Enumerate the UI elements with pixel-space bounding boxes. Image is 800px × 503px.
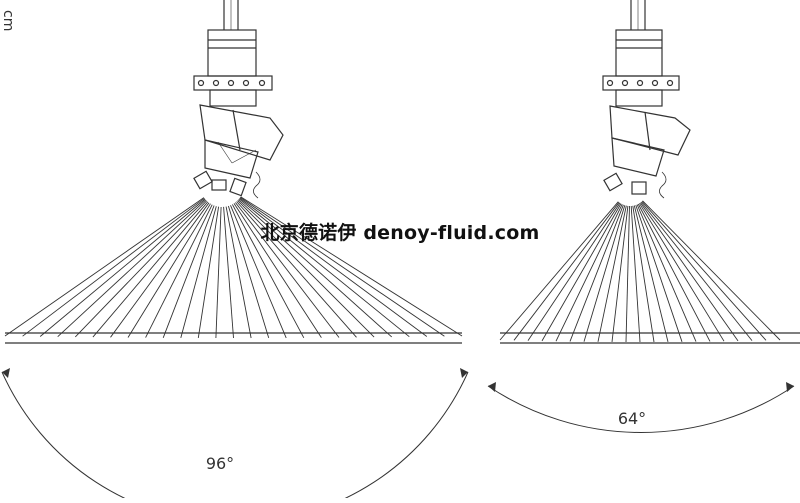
spray-line [569,204,624,342]
right-angle-label: 64° [618,409,646,428]
spray-line [642,200,781,341]
spray-line [110,202,210,338]
spray-line [513,202,620,341]
spray-line [230,205,287,339]
spray-line [215,206,222,339]
right-nozzle-assembly [602,0,691,199]
left-angle-arc [1,371,469,503]
left-spray-fan [4,196,463,339]
spray-line [636,204,697,342]
spray-line [633,205,669,343]
spray-line [499,201,619,341]
spray-line [625,205,630,343]
spray-line [583,205,626,342]
spray-line [180,206,217,339]
spray-line [235,202,340,338]
spray-line [233,203,322,338]
watermark-text: 北京德诺伊 denoy-fluid.com [260,222,540,244]
spray-line [162,205,215,338]
spray-line [145,204,213,338]
spray-line [541,203,622,342]
spray-line [641,201,767,341]
spray-line [635,204,683,342]
spray-line [236,201,357,338]
left-mount-rail [5,332,462,344]
spray-line [74,200,208,338]
spray-line [223,206,234,339]
spray-line [640,202,739,342]
spray-line [637,203,711,342]
spray-line [238,199,393,338]
spray-line [92,201,209,338]
spray-line [232,204,305,339]
left-angle-label: 96° [206,454,234,473]
spray-line [22,197,205,337]
spray-line [238,198,410,338]
right-spray-fan [499,200,781,343]
spray-line [57,199,207,338]
spray-line [239,197,428,337]
spray-line [197,206,220,338]
spray-line [632,205,655,343]
spray-line [225,206,252,339]
spray-line [240,196,463,337]
spray-line [597,205,627,342]
spray-line [4,197,205,337]
right-angle-arc [487,385,795,433]
spray-line [555,204,623,342]
spray-line [237,200,375,338]
spray-line [39,198,206,337]
unit-label: cm [0,10,16,32]
spray-line [639,203,725,342]
spray-line [527,202,621,341]
spray-line [630,205,641,343]
spray-line [239,197,445,337]
right-mount-rail [500,332,800,344]
left-nozzle-assembly [193,0,284,199]
spray-line [640,201,753,341]
spray-line [227,205,270,339]
spray-line [611,205,629,342]
spray-line [127,203,211,338]
